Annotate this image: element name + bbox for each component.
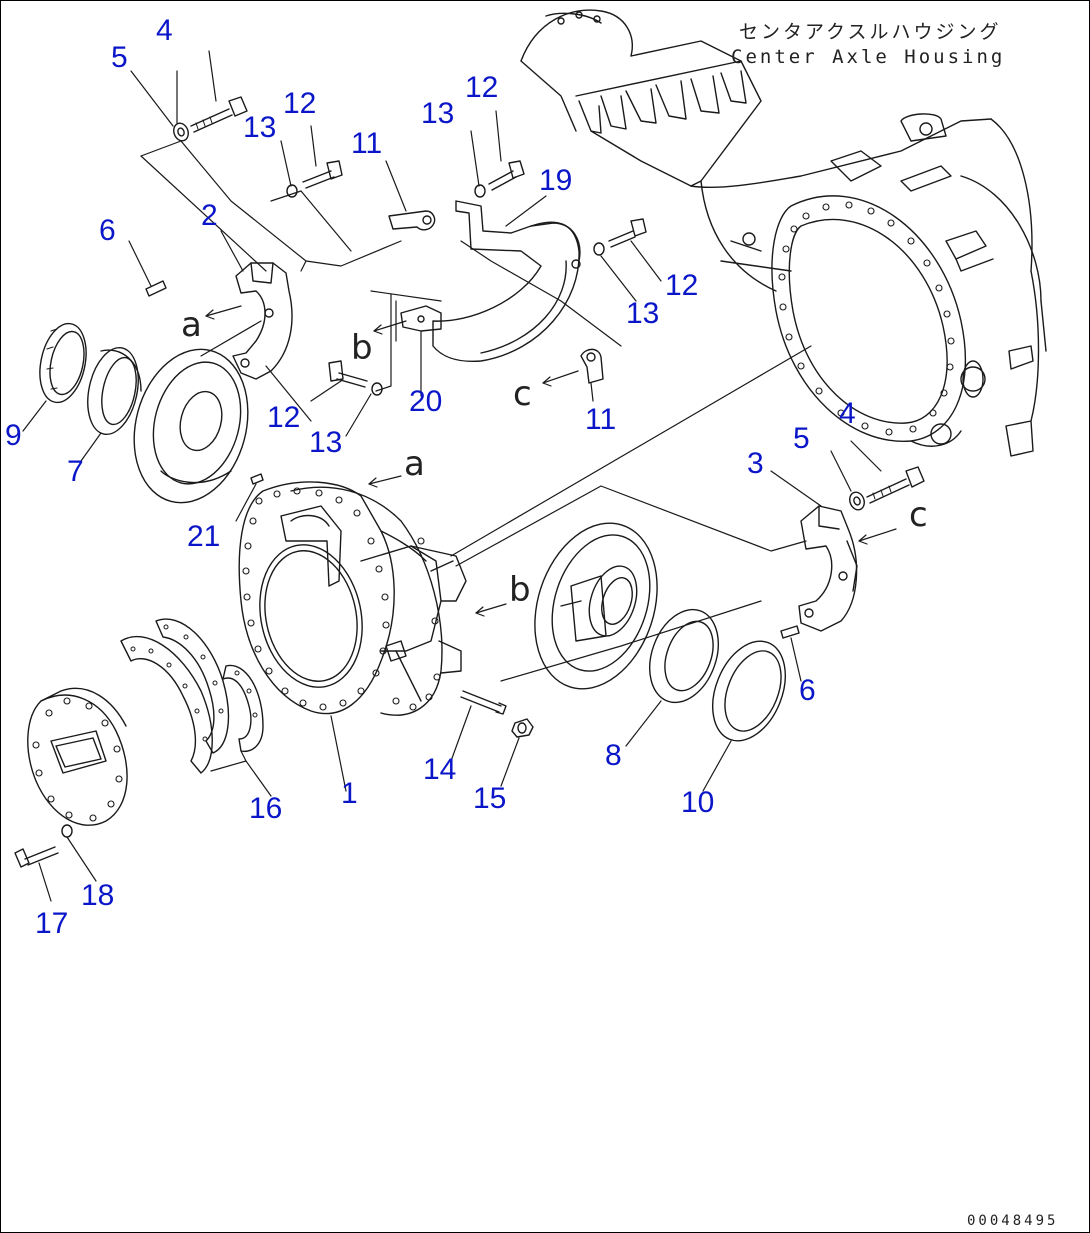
callout-18: 18 [81, 879, 115, 912]
callout-15: 15 [473, 782, 507, 815]
part-6-pin-right [780, 625, 800, 639]
title-japanese: センタアクスルハウジング [739, 21, 1002, 43]
callout-3: 3 [747, 447, 764, 480]
callout-8: 8 [605, 739, 622, 772]
ring-gear [534, 522, 658, 690]
callout-11-upper: 11 [351, 127, 383, 160]
part-5-washer-right [849, 491, 865, 511]
callout-12-a: 12 [283, 87, 317, 120]
bearing-cage-left [133, 348, 249, 504]
ref-letter-c-left: c [513, 374, 532, 414]
callout-14: 14 [423, 753, 457, 786]
callout-12-c: 12 [665, 269, 699, 302]
title-english: Center Axle Housing [731, 46, 1006, 68]
part-12-bolt-d [328, 360, 368, 388]
ref-letter-a-left: a [181, 305, 202, 345]
callout-12-b: 12 [465, 71, 499, 104]
part-8-bearing-right [649, 608, 719, 704]
part-11-lock-plate-lower [580, 348, 604, 384]
ref-letter-c-right: c [909, 495, 928, 535]
callout-21: 21 [187, 520, 221, 553]
part-5-washer-left [173, 122, 189, 142]
part-18-washer [61, 824, 73, 838]
bearing-cage-flange [27, 687, 128, 826]
center-axle-housing [520, 9, 1047, 457]
callout-4-right: 4 [839, 397, 856, 430]
callout-17: 17 [35, 907, 69, 940]
part-19-guard [432, 200, 581, 363]
leader-lines [22, 50, 882, 902]
callout-13-c: 13 [626, 297, 660, 330]
callout-5-right: 5 [793, 422, 810, 455]
part-9-adjust-nut-left [39, 322, 87, 404]
part-6-pin-left [145, 280, 167, 297]
callout-4-left: 4 [156, 14, 173, 47]
callout-7: 7 [67, 455, 84, 488]
callout-11-lower: 11 [585, 403, 617, 436]
part-20-bracket [400, 305, 442, 332]
part-7-bearing-left [87, 346, 142, 436]
part-4-bolt-right [866, 466, 925, 504]
callout-10: 10 [681, 786, 715, 819]
part-11-lock-plate-upper [388, 210, 436, 231]
callout-2: 2 [201, 199, 218, 232]
callout-9: 9 [5, 419, 22, 452]
ref-letter-b-right: b [509, 570, 531, 610]
part-10-adjust-nut-right [712, 640, 786, 742]
part-15-nut [511, 718, 534, 738]
part-13-washer-c [593, 242, 605, 256]
part-16-shims [120, 618, 264, 774]
callout-12-d: 12 [267, 401, 301, 434]
callout-16: 16 [249, 792, 283, 825]
drawing-code: 00048495 [967, 1213, 1059, 1229]
part-3-bearing-cap-right [798, 505, 858, 632]
callout-19: 19 [539, 164, 573, 197]
callout-20: 20 [409, 385, 443, 418]
callout-5-left: 5 [111, 41, 128, 74]
part-1-carrier-housing [238, 481, 467, 716]
part-2-bearing-cap-left [232, 262, 293, 380]
reference-arrows [205, 305, 897, 617]
part-13-washer-a [286, 184, 298, 198]
callout-6-left: 6 [99, 214, 116, 247]
callout-13-a: 13 [243, 111, 277, 144]
ref-letter-a-center: a [404, 444, 425, 484]
part-14-stud [460, 690, 507, 715]
callout-13-b: 13 [421, 97, 455, 130]
part-12-bolt-a [302, 160, 343, 189]
ref-letter-b-left: b [351, 328, 373, 368]
part-21-screw [250, 473, 264, 485]
part-13-washer-b [474, 184, 486, 198]
callout-6-right: 6 [799, 674, 816, 707]
part-17-bolt [14, 846, 59, 868]
part-4-bolt-left [190, 96, 248, 133]
callout-13-d: 13 [309, 426, 343, 459]
part-12-bolt-c [608, 218, 647, 248]
part-12-bolt-b [488, 160, 525, 191]
callout-1: 1 [341, 777, 358, 810]
